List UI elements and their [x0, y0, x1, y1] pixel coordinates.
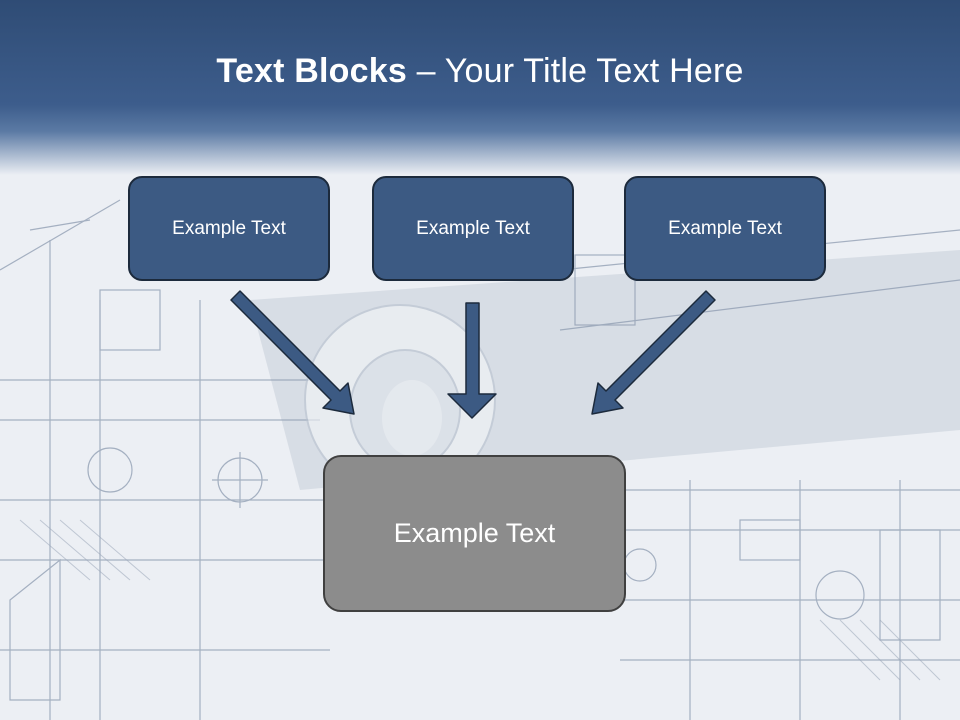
title-rest: Your Title Text Here	[444, 52, 744, 90]
slide-title: Text Blocks – Your Title Text Here	[0, 52, 960, 91]
arrow-center	[447, 302, 497, 419]
header-band	[0, 0, 960, 175]
text-block-2-label: Example Text	[416, 217, 530, 239]
text-block-3: Example Text	[624, 176, 826, 281]
text-block-2: Example Text	[372, 176, 574, 281]
text-block-3-label: Example Text	[668, 217, 782, 239]
arrow-right	[591, 290, 716, 415]
title-dash: –	[406, 52, 445, 90]
main-text-block-label: Example Text	[393, 518, 556, 548]
main-text-block: Example Text	[323, 455, 626, 612]
title-bold-part: Text Blocks	[216, 52, 407, 90]
text-block-1-label: Example Text	[172, 217, 286, 239]
text-block-1: Example Text	[128, 176, 330, 281]
arrow-left	[230, 290, 355, 415]
